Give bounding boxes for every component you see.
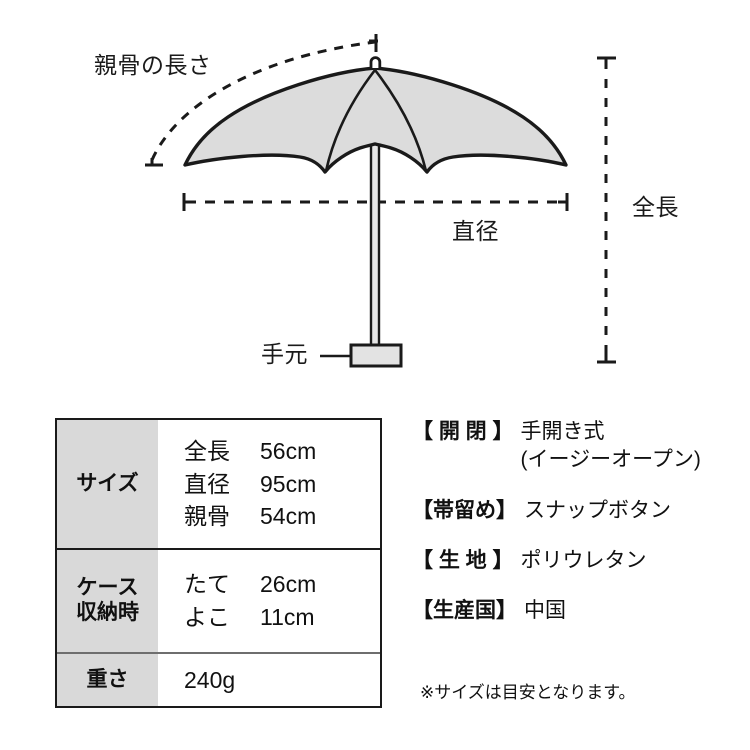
tip-loop	[369, 56, 382, 68]
umbrella-canopy	[183, 66, 568, 174]
umbrella-tip	[369, 56, 382, 68]
spec-item-value-main: 手開き式	[520, 420, 605, 443]
spec-item-value: スナップボタン	[524, 498, 671, 522]
table-row-header-line: 重さ	[86, 667, 129, 691]
label-handle: 手元	[261, 341, 308, 367]
spec-table: サイズ 全長 56cm 直径 95cm 親骨 54cm ケース	[55, 418, 382, 708]
cell-value: 11cm	[260, 604, 315, 630]
cell-value: 240g	[184, 666, 236, 693]
table-cell-line: よこ 11cm	[184, 601, 380, 634]
cell-key: 全長	[184, 438, 230, 465]
cell-key: 親骨	[184, 503, 230, 530]
list-item: 【 生 地 】 ポリウレタン	[412, 547, 742, 575]
label-diameter: 直径	[452, 218, 499, 244]
cell-value: 26cm	[260, 571, 317, 598]
spec-item-label: 【 開 閉 】	[412, 420, 514, 443]
table-row: ケース 収納時 たて 26cm よこ 11cm	[57, 550, 380, 654]
label-rib-length: 親骨の長さ	[94, 52, 212, 78]
list-item: 【生産国】 中国	[412, 597, 742, 625]
shaft-rod	[369, 118, 381, 354]
table-row-body: 240g	[158, 654, 380, 706]
cell-key: たて	[184, 571, 230, 598]
umbrella-diagram: 親骨の長さ 直径 全長 手元	[94, 34, 679, 368]
cell-key: 直径	[184, 470, 230, 497]
spec-list: 【 開 閉 】 手開き式 (イージーオープン) 【帯留め】 スナップボタン 【 …	[412, 418, 742, 648]
table-row-header: ケース 収納時	[57, 550, 158, 652]
spec-item-label: 【 生 地 】	[412, 549, 514, 573]
rib-length-dimension	[145, 34, 378, 167]
cell-value: 54cm	[260, 503, 317, 530]
list-item: 【 開 閉 】 手開き式 (イージーオープン)	[412, 418, 742, 475]
table-row-header: サイズ	[57, 420, 158, 548]
label-total-length: 全長	[632, 194, 679, 220]
table-row-header: 重さ	[57, 654, 158, 706]
spec-item-value-sub: (イージーオープン)	[520, 448, 701, 472]
cell-value: 56cm	[260, 438, 317, 465]
canopy-seam-left	[324, 69, 377, 172]
umbrella-diagram-svg	[145, 34, 616, 368]
table-row-header-line: ケース	[76, 576, 139, 600]
table-row-header-line: 収納時	[76, 601, 139, 624]
handle-grip	[349, 343, 403, 368]
spec-item-label: 【生産国】	[412, 599, 517, 623]
table-cell-line: たて 26cm	[184, 568, 380, 601]
spec-item-label: 【帯留め】	[412, 498, 517, 522]
table-cell-line: 親骨 54cm	[184, 500, 380, 533]
spec-item-value: 中国	[524, 599, 566, 623]
table-row: 重さ 240g	[57, 654, 380, 706]
canopy-seam-right	[373, 69, 428, 172]
table-cell-line: 直径 95cm	[184, 468, 380, 501]
cell-value: 95cm	[260, 470, 317, 497]
cell-key: よこ	[184, 604, 230, 630]
canopy-shape	[183, 66, 568, 174]
spec-item-value: ポリウレタン	[520, 549, 647, 573]
list-item: 【帯留め】 スナップボタン	[412, 497, 742, 525]
table-row: サイズ 全長 56cm 直径 95cm 親骨 54cm	[57, 420, 380, 550]
total-length-dimension	[597, 56, 616, 364]
table-cell-line: 全長 56cm	[184, 435, 380, 468]
rib-length-dashed-arc	[150, 40, 376, 161]
table-row-body: たて 26cm よこ 11cm	[158, 550, 380, 652]
umbrella-handle	[349, 343, 403, 368]
spec-item-value: 手開き式 (イージーオープン)	[521, 418, 742, 475]
umbrella-shaft	[369, 118, 381, 354]
table-row-body: 全長 56cm 直径 95cm 親骨 54cm	[158, 420, 380, 548]
size-note: ※サイズは目安となります。	[420, 683, 636, 702]
diameter-dimension	[182, 193, 569, 211]
table-row-header-line: サイズ	[76, 471, 139, 495]
